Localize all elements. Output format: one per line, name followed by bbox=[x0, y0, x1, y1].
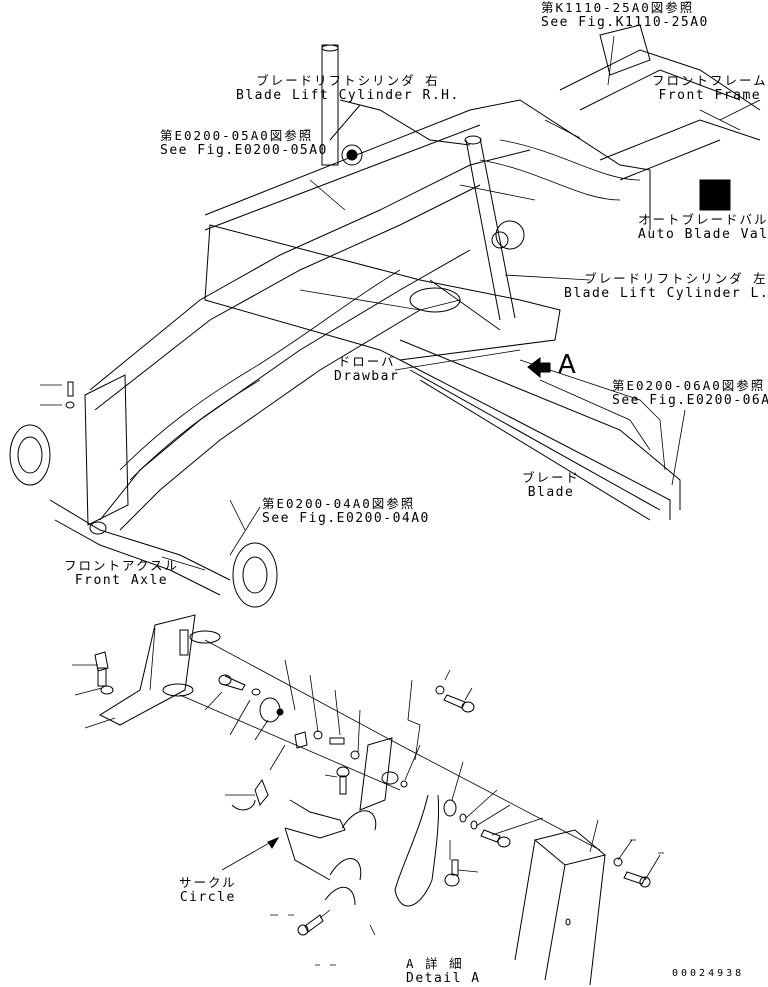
label-jp: 第E0200-05A0図参照 bbox=[160, 128, 314, 143]
label-blade-lift-cylinder-lh: ブレードリフトシリンダ 左 Blade Lift Cylinder L.H. bbox=[564, 271, 768, 301]
auto-blade-valve-block bbox=[699, 179, 731, 211]
label-en: Drawbar bbox=[334, 369, 400, 384]
label-en: Front Axle bbox=[74, 573, 169, 588]
label-jp: ブレードリフトシリンダ 左 bbox=[584, 271, 768, 286]
label-front-axle: フロントアクスル Front Axle bbox=[64, 558, 179, 588]
label-blade: ブレード Blade bbox=[522, 470, 580, 500]
label-blade-lift-cylinder-rh: ブレードリフトシリンダ 右 Blade Lift Cylinder R.H. bbox=[236, 73, 460, 103]
label-en: See Fig.K1110-25A0 bbox=[541, 15, 709, 30]
label-see-fig-k1110: 第K1110-25A0図参照 See Fig.K1110-25A0 bbox=[541, 0, 709, 30]
label-see-fig-e0200-06: 第E0200-06A0図参照 See Fig.E0200-06A0 bbox=[612, 378, 768, 408]
figure-number: 00024938 bbox=[672, 968, 745, 979]
label-front-frame: フロントフレーム Front Frame bbox=[652, 73, 768, 103]
label-see-fig-e0200-04: 第E0200-04A0図参照 See Fig.E0200-04A0 bbox=[262, 496, 430, 526]
label-detail-a: A 詳 細 Detail A bbox=[406, 956, 481, 986]
label-see-fig-e0200-05: 第E0200-05A0図参照 See Fig.E0200-05A0 bbox=[160, 128, 328, 158]
detail-a-exploded-view bbox=[72, 614, 664, 986]
label-jp: ドローバ bbox=[337, 354, 396, 369]
front-frame-structure bbox=[9, 24, 761, 608]
label-drawbar: ドローバ Drawbar bbox=[334, 354, 399, 384]
label-jp: フロントフレーム bbox=[652, 73, 768, 88]
label-jp: ブレードリフトシリンダ 右 bbox=[256, 73, 440, 88]
label-en: See Fig.E0200-05A0 bbox=[160, 143, 328, 158]
label-jp: 第K1110-25A0図参照 bbox=[541, 0, 695, 15]
label-auto-blade-valve: オートブレードバルブ Auto Blade Valve bbox=[638, 212, 768, 242]
label-en: Detail A bbox=[406, 971, 481, 986]
label-jp: ブレード bbox=[522, 470, 581, 485]
label-jp: 第E0200-04A0図参照 bbox=[262, 496, 416, 511]
label-en: Blade Lift Cylinder L.H. bbox=[564, 286, 768, 301]
label-jp: 第E0200-06A0図参照 bbox=[612, 378, 766, 393]
label-en: See Fig.E0200-04A0 bbox=[262, 511, 430, 526]
label-en: Blade bbox=[527, 485, 575, 500]
label-jp: フロントアクスル bbox=[64, 558, 180, 573]
label-jp: A 詳 細 bbox=[406, 956, 464, 971]
label-en: Blade Lift Cylinder R.H. bbox=[236, 88, 460, 103]
label-jp: サークル bbox=[179, 875, 237, 890]
label-en: Front Frame bbox=[658, 88, 762, 103]
label-circle: サークル Circle bbox=[179, 875, 237, 905]
label-en: Circle bbox=[179, 890, 236, 905]
view-marker-a: A bbox=[558, 350, 576, 380]
view-arrow-icon bbox=[527, 357, 551, 379]
label-en: Auto Blade Valve bbox=[638, 227, 768, 242]
label-en: See Fig.E0200-06A0 bbox=[612, 393, 768, 408]
label-jp: オートブレードバルブ bbox=[638, 212, 768, 227]
